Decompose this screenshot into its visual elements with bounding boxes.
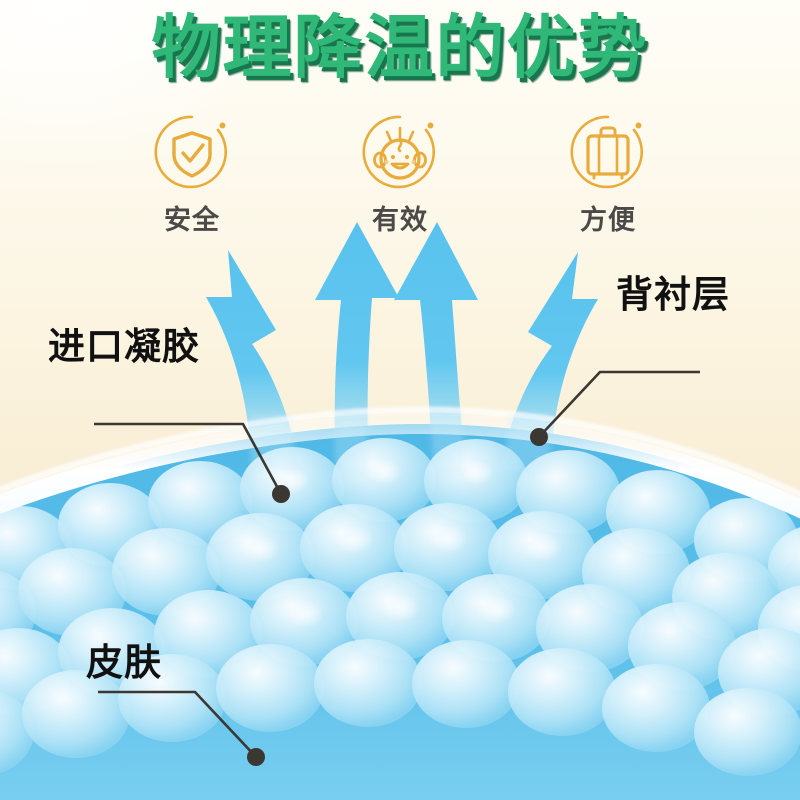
callout-label-backing: 背衬层 <box>616 273 730 316</box>
feature-label-effective: 有效 <box>372 205 428 236</box>
leader-dot-gel <box>272 485 290 503</box>
feature-item-convenient[interactable]: 方便 <box>560 112 656 237</box>
leader-dot-backing <box>530 428 548 446</box>
gel-layer <box>0 424 800 800</box>
callout-label-gel: 进口凝胶 <box>48 325 200 368</box>
baby-face-icon <box>360 112 440 192</box>
feature-item-safe[interactable]: 安全 <box>144 112 240 237</box>
leader-lines <box>94 370 700 766</box>
leader-dot-skin <box>247 748 265 766</box>
backing-layer <box>0 406 800 519</box>
shield-check-icon <box>152 112 232 192</box>
leader-line-backing <box>538 370 700 438</box>
feature-label-safe: 安全 <box>164 205 220 236</box>
feature-list: 安全 <box>0 112 800 237</box>
suitcase-icon <box>568 112 648 192</box>
bubble-row-4 <box>0 639 800 776</box>
gel-bubbles <box>0 438 800 776</box>
leader-line-skin <box>98 690 257 758</box>
callout-label-skin: 皮肤 <box>86 641 162 684</box>
page-title: 物理降温的优势 <box>151 8 649 88</box>
leader-line-gel <box>94 422 283 495</box>
feature-item-effective[interactable]: 有效 <box>352 112 448 237</box>
bubble-highlights <box>236 454 566 629</box>
feature-label-convenient: 方便 <box>580 205 636 236</box>
